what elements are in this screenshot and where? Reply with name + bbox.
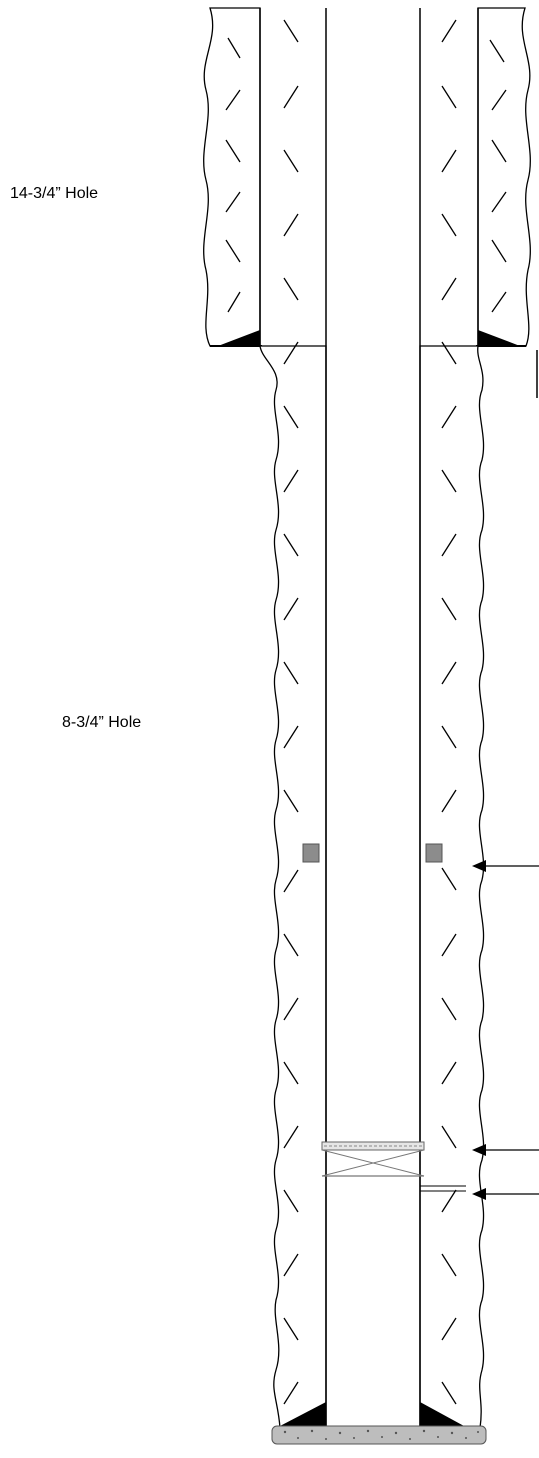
production-casing-shoe-right bbox=[420, 1402, 464, 1426]
collar-left bbox=[302, 843, 320, 863]
hole-bottom-speckle bbox=[283, 1429, 479, 1440]
packer bbox=[321, 1141, 425, 1177]
production-casing-cement-right bbox=[419, 345, 485, 1429]
pointer-arrow-packer bbox=[472, 1144, 539, 1156]
pointer-arrow-perforation bbox=[472, 1188, 539, 1200]
production-casing-shoe-left bbox=[280, 1402, 326, 1426]
cement-hatching bbox=[225, 19, 507, 1405]
production-hole-label: 8-3/4” Hole bbox=[62, 714, 141, 731]
surface-casing-shoe-right bbox=[478, 330, 520, 346]
surface-hole-label: 14-3/4” Hole bbox=[10, 185, 98, 202]
surface-casing-cement-left bbox=[203, 7, 261, 347]
surface-casing-cement-right bbox=[477, 7, 531, 347]
production-casing-cement-left bbox=[259, 345, 327, 1429]
hole-bottom bbox=[271, 1425, 487, 1445]
pointer-arrow-collar bbox=[472, 860, 539, 872]
collar-right bbox=[425, 843, 443, 863]
surface-casing-shoe-left bbox=[218, 330, 260, 346]
